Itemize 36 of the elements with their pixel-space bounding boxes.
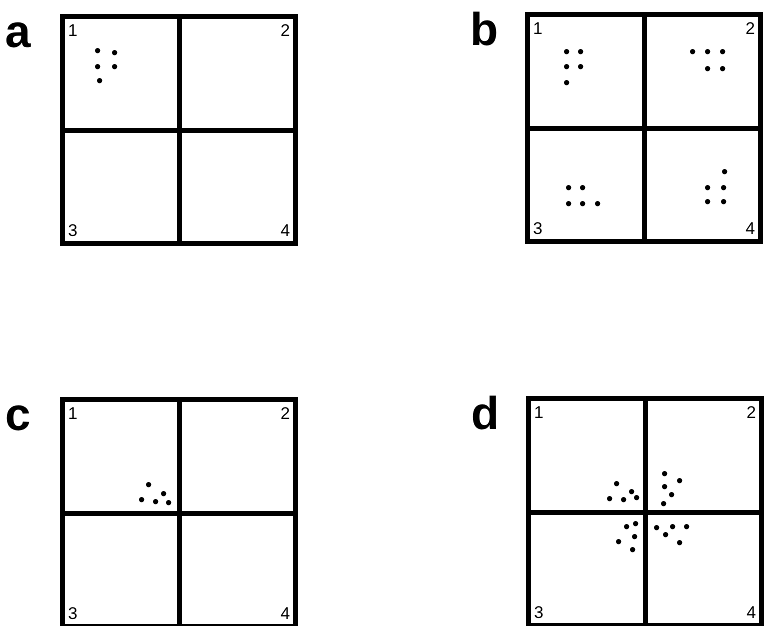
quadrant-number: 3 [68, 222, 78, 239]
quadrant [182, 19, 293, 128]
quadrant-number: 2 [280, 22, 290, 39]
quadrant [65, 516, 176, 624]
quadrant-number: 4 [746, 220, 755, 237]
quadrant [65, 402, 176, 510]
quadrant-number: 4 [746, 604, 756, 621]
quadrant-number: 1 [533, 20, 542, 37]
quadrant [531, 401, 642, 510]
quadrant [648, 514, 759, 623]
panel-letter: a [5, 8, 31, 54]
quadrant-number: 3 [68, 605, 78, 622]
quadrant [65, 132, 176, 241]
quadrant [648, 401, 759, 510]
quadrant-number: 1 [68, 405, 78, 422]
quadrant [531, 514, 642, 623]
quadrant [530, 17, 642, 126]
panel-letter: d [471, 390, 500, 436]
quadrant [182, 516, 293, 624]
quadrant [646, 130, 758, 239]
quadrant-number: 3 [534, 604, 544, 621]
quadrant-number: 2 [746, 404, 756, 421]
quadrant [182, 402, 293, 510]
quadrant-number: 1 [68, 22, 78, 39]
quadrant [646, 17, 758, 126]
quadrant-number: 3 [533, 220, 542, 237]
quadrant-number: 4 [280, 605, 290, 622]
quadrant [65, 19, 176, 128]
panel-letter: c [5, 391, 31, 437]
panel-letter: b [470, 6, 498, 52]
quadrant [182, 132, 293, 241]
quadrant-number: 1 [534, 404, 544, 421]
quadrant-number: 4 [280, 222, 290, 239]
quadrant [530, 130, 642, 239]
quadrant-number: 2 [280, 405, 290, 422]
quadrant-number: 2 [746, 20, 755, 37]
